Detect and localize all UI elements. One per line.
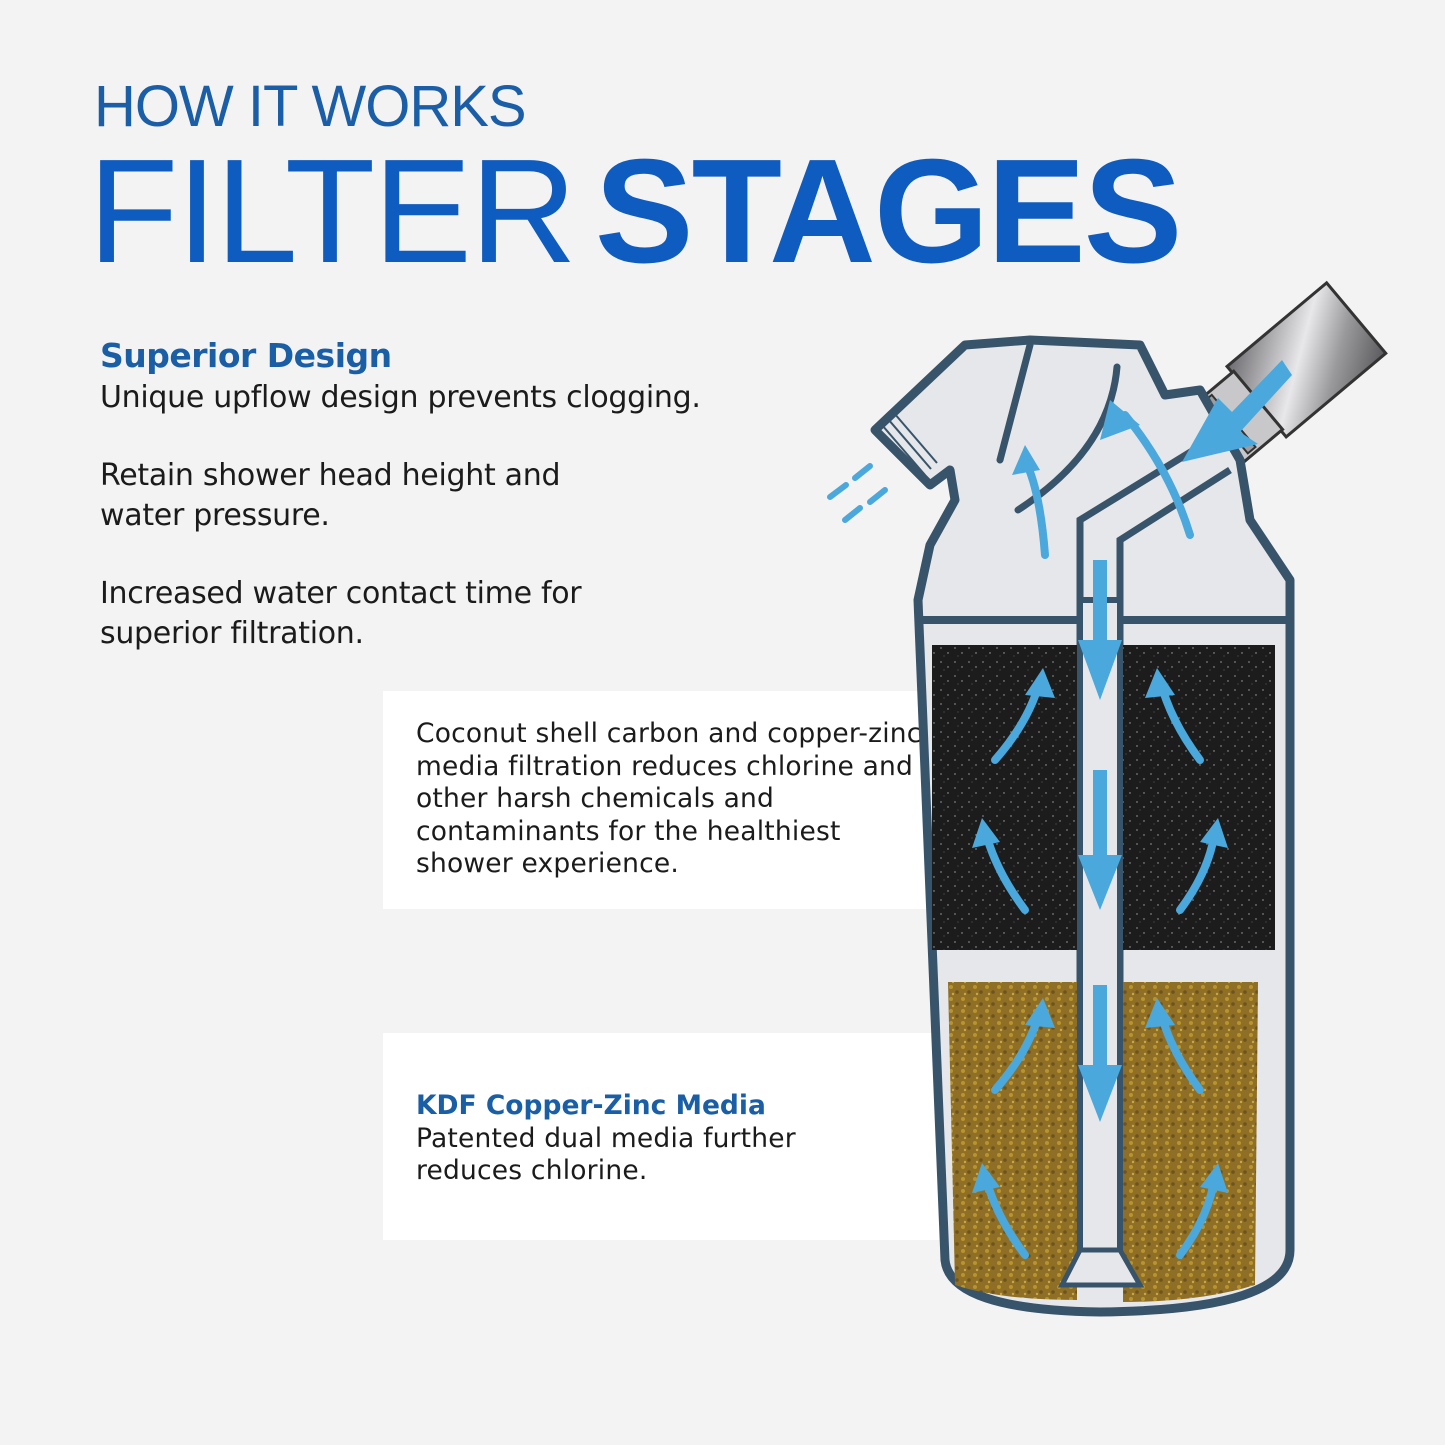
title-light: FILTER: [88, 129, 577, 294]
design-paragraph-3: Increased water contact time for superio…: [100, 576, 582, 651]
kicker-heading: HOW IT WORKS: [94, 74, 527, 139]
inlet-pipe-icon: [1193, 280, 1388, 464]
carbon-stage-card: Coconut shell carbon and copper-zinc med…: [383, 691, 943, 909]
upflow-arrows-icon: [981, 411, 1219, 1259]
kdf-stage-heading: KDF Copper-Zinc Media: [416, 1090, 766, 1121]
design-paragraph-1: Unique upflow design prevents clogging.: [100, 380, 701, 415]
kdf-stage-text: Patented dual media further reduces chlo…: [416, 1122, 796, 1187]
title-bold: STAGES: [594, 129, 1183, 294]
kdf-media: [948, 982, 1077, 1300]
carbon-media: [932, 645, 1077, 950]
downflow-arrows-icon: [1078, 360, 1292, 1122]
superior-design-section: Superior Design Unique upflow design pre…: [100, 334, 800, 692]
design-paragraph-2: Retain shower head height and water pres…: [100, 458, 561, 533]
design-heading: Superior Design: [100, 336, 392, 375]
water-spray-icon: [827, 463, 888, 523]
kdf-stage-card: KDF Copper-Zinc Media Patented dual medi…: [383, 1033, 963, 1240]
carbon-stage-text: Coconut shell carbon and copper-zinc med…: [416, 718, 922, 879]
